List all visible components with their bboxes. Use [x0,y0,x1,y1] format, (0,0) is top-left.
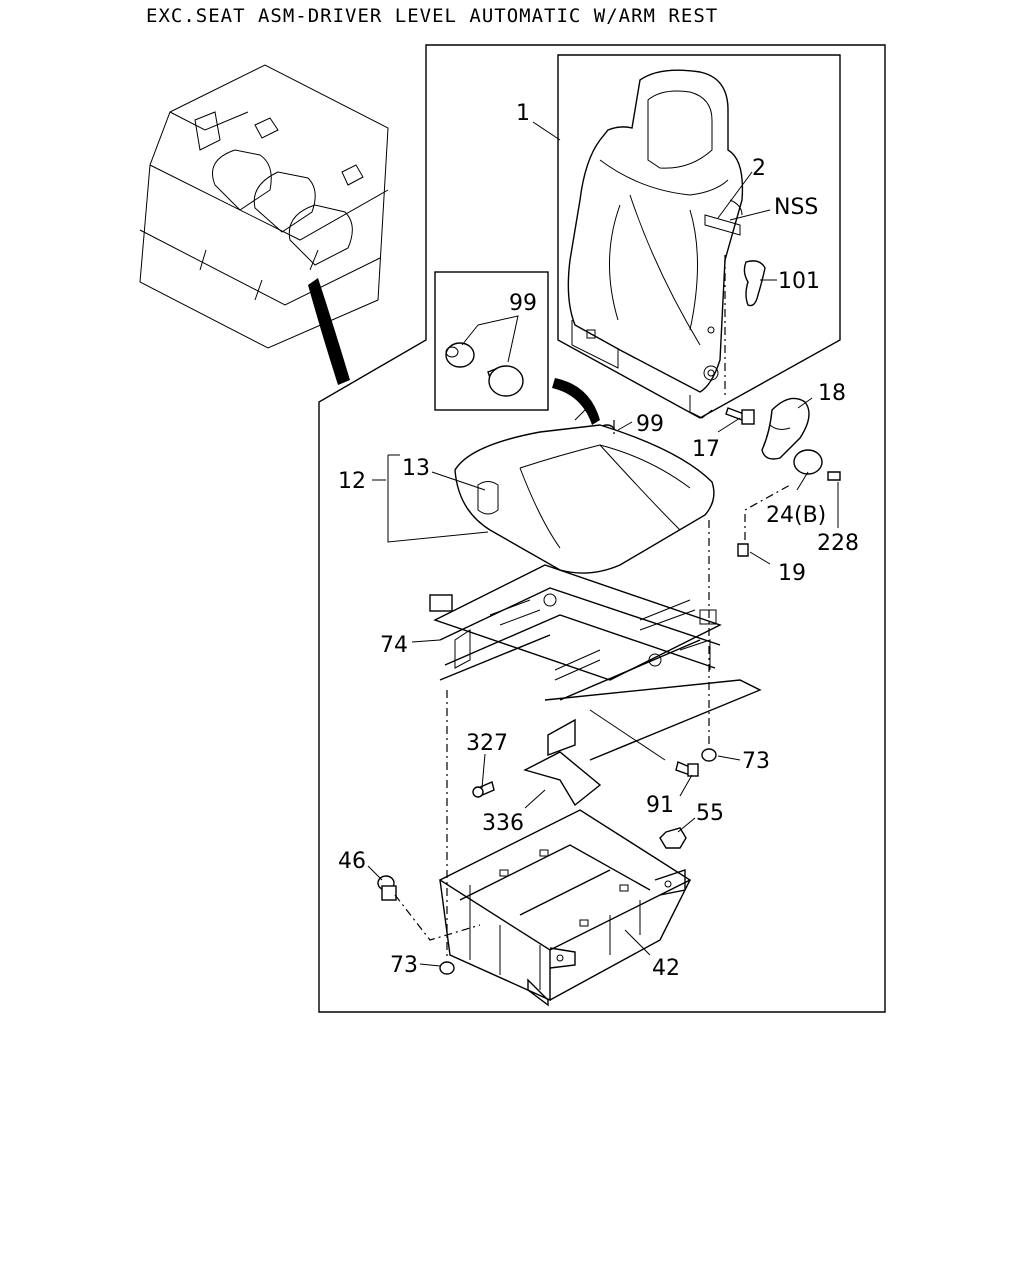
nut-55 [659,827,687,849]
label-327: 327 [466,731,508,756]
label-1: 1 [516,101,530,126]
label-46: 46 [338,849,366,874]
label-101: 101 [778,269,820,294]
bolt-91 [675,761,699,777]
leader-lines [367,121,839,967]
label-19: 19 [778,561,806,586]
label-24b: 24(B) [766,503,826,528]
nut-73-left [439,961,455,975]
cab-overview [139,64,389,349]
label-73-right: 73 [742,749,770,774]
bolt-327 [472,781,495,798]
seat-cushion [454,424,715,574]
callout-labels: 1 2 NSS 101 99 99 18 17 13 12 24(B) 228 … [338,101,859,981]
label-336: 336 [482,811,524,836]
knob-detail-box [434,271,549,411]
label-nss: NSS [774,195,818,220]
recline-lever [743,260,766,307]
label-55: 55 [696,801,724,826]
bracket-336 [523,751,602,807]
label-99-detail: 99 [509,291,537,316]
label-2: 2 [752,156,766,181]
seat-back [567,69,744,419]
knob-99-detail [445,315,524,397]
label-74: 74 [380,633,408,658]
seatback-frame [557,54,841,419]
main-frame [318,44,886,1013]
diagram-title: EXC.SEAT ASM-DRIVER LEVEL AUTOMATIC W/AR… [146,5,718,27]
label-99: 99 [636,412,664,437]
nut-73-right [701,748,717,762]
bolt-17 [725,407,755,425]
locator-arrow [308,278,350,385]
label-12: 12 [338,469,366,494]
seat-adjuster [429,564,762,761]
seat-riser [438,809,692,1007]
screw-19 [737,543,749,557]
label-73-left: 73 [390,953,418,978]
label-228: 228 [817,531,859,556]
label-18: 18 [818,381,846,406]
screw-228 [827,471,841,481]
label-42: 42 [652,956,680,981]
cap-24b [793,449,823,475]
label-91: 91 [646,793,674,818]
label-17: 17 [692,437,720,462]
knob-arrow [552,378,600,425]
label-13: 13 [402,456,430,481]
bolt-46 [377,875,397,901]
